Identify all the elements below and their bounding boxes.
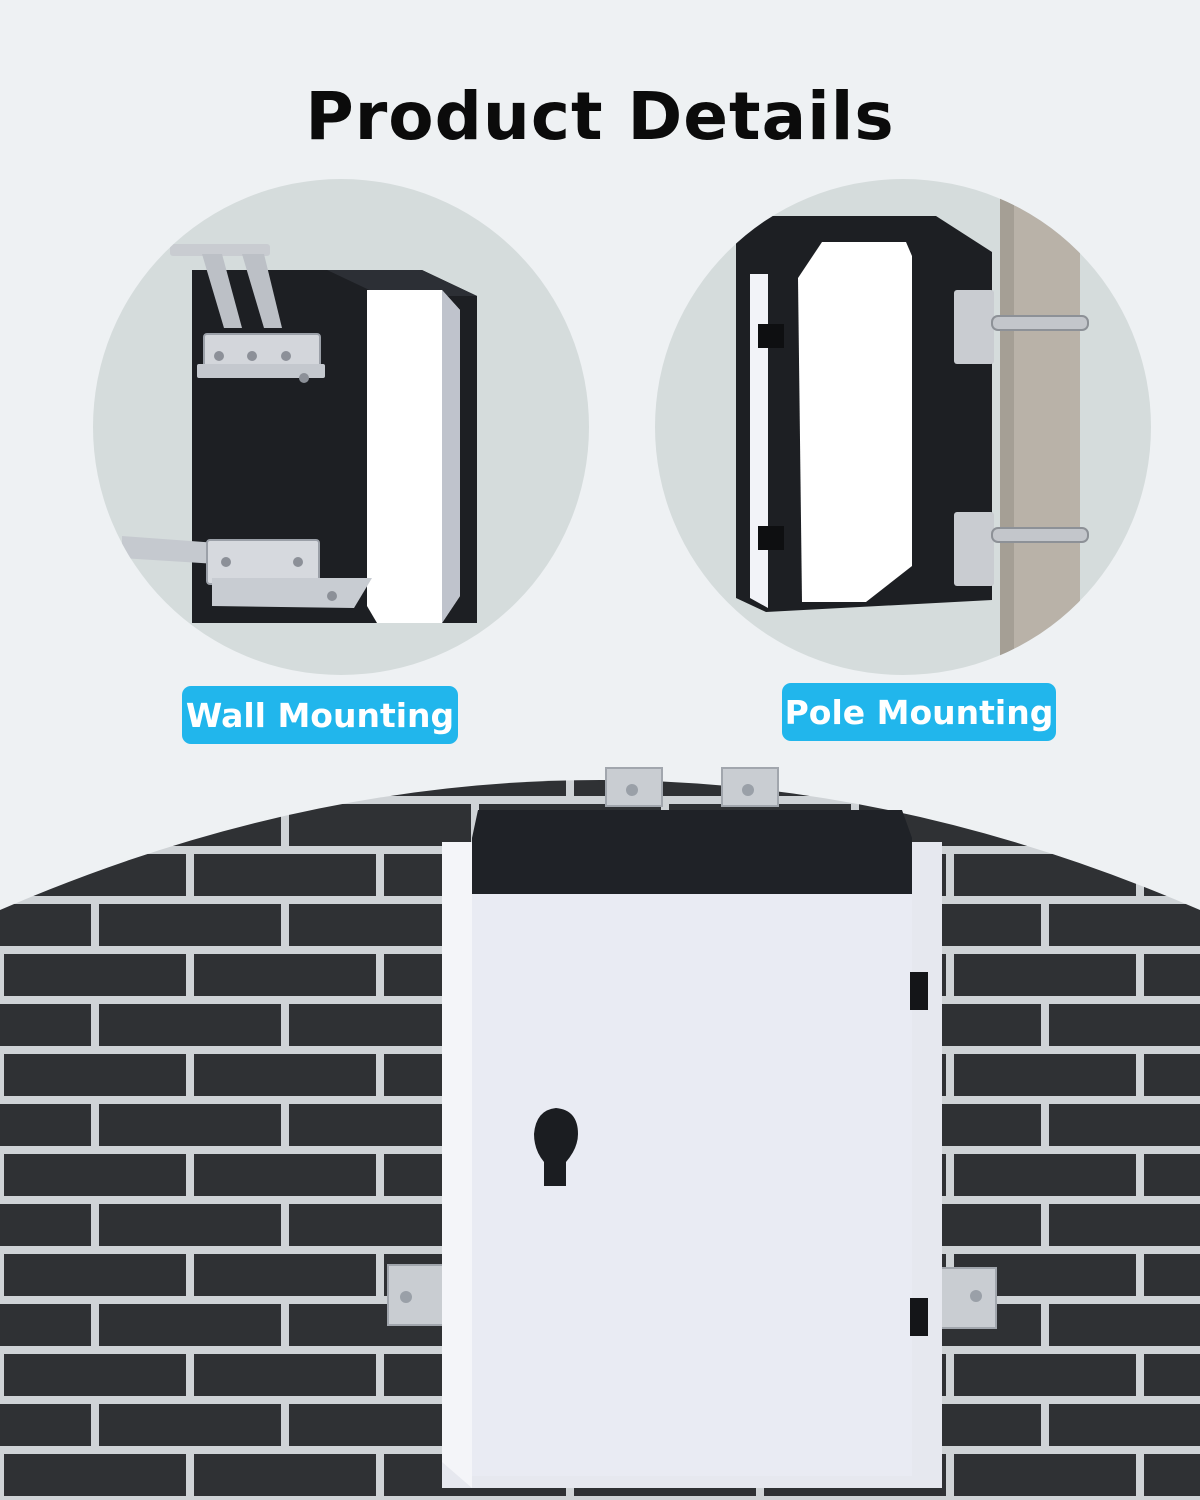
enclosure-lock-icon xyxy=(534,1108,578,1186)
wall-mounting-label: Wall Mounting xyxy=(182,686,458,744)
page-title: Product Details xyxy=(305,78,895,155)
wall-mounting-illustration xyxy=(93,179,589,675)
enclosure-wall-scene xyxy=(0,767,1200,1500)
wall-mount-bracket-bottom xyxy=(122,536,372,608)
wall-mount-bracket-icon xyxy=(170,244,325,383)
pole-mounting-illustration xyxy=(655,179,1151,675)
pole-clamp-icon xyxy=(954,290,1089,586)
pole-mounting-label: Pole Mounting xyxy=(782,683,1056,741)
